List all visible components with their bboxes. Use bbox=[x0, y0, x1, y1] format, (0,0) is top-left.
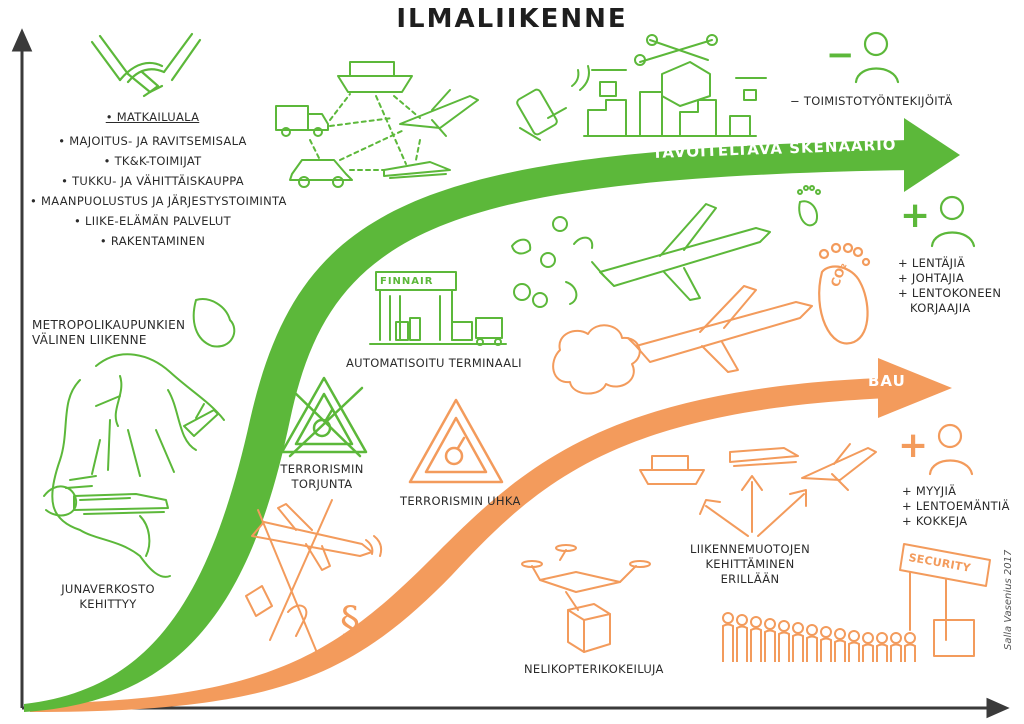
co2-footprint-icon bbox=[818, 242, 871, 345]
plus-sign-orange-icon: + bbox=[898, 425, 929, 466]
plus-managers: + JOHTAJIA bbox=[898, 271, 965, 285]
queue-person bbox=[806, 624, 818, 662]
queue-people bbox=[722, 612, 916, 662]
sector-construction: • RAKENTAMINEN bbox=[99, 234, 206, 248]
person-plus-icon bbox=[930, 195, 976, 248]
person-plus-orange-icon bbox=[928, 423, 974, 476]
plus-mechanics-2: KORJAAJIA bbox=[910, 301, 971, 315]
train-icon bbox=[65, 475, 169, 557]
axes bbox=[11, 28, 1010, 719]
queue-person bbox=[820, 626, 832, 662]
quadcopter-icon bbox=[521, 544, 651, 653]
transport-network-icon bbox=[275, 61, 479, 188]
metro-line-1: METROPOLIKAUPUNKIEN bbox=[32, 318, 186, 332]
bau-curve bbox=[30, 378, 890, 712]
polluting-airplane-icon bbox=[552, 285, 813, 395]
automated-terminal-icon bbox=[369, 271, 507, 346]
terror-threat-label: TERRORISMIN UHKA bbox=[400, 494, 521, 508]
plus-sellers: + MYYJIÄ bbox=[902, 484, 957, 498]
small-footprint-icon bbox=[797, 185, 821, 227]
sectors-list: • MATKAILUALA • MAJOITUS- JA RAVITSEMISA… bbox=[30, 110, 287, 249]
rail-line-2: KEHITTYY bbox=[79, 597, 137, 611]
rail-network-label: JUNAVERKOSTO KEHITTYY bbox=[38, 582, 178, 612]
drone-delivery-city-icon bbox=[516, 34, 767, 141]
sector-tourism: • MATKAILUALA bbox=[105, 110, 200, 124]
sector-defence: • MAANPUOLUSTUS JA JÄRJESTYSTOIMINTA bbox=[30, 194, 287, 208]
plus-pilots: + LENTÄJIÄ bbox=[898, 256, 966, 270]
artist-credit: Salla Vasenius 2017 bbox=[1003, 549, 1014, 650]
counter-terrorism-icon bbox=[280, 376, 368, 458]
sector-trade: • TUKKU- JA VÄHITTÄISKAUPPA bbox=[61, 174, 244, 188]
finnair-sign: FINNAIR bbox=[380, 276, 434, 287]
queue-person bbox=[764, 618, 776, 662]
automated-terminal-label: AUTOMATISOITU TERMINAALI bbox=[346, 356, 522, 370]
security-queue-icon bbox=[899, 543, 991, 657]
plus-mechanics-1: + LENTOKONEEN bbox=[898, 286, 1002, 300]
bau-scenario-label: BAU bbox=[868, 372, 906, 390]
page-title: ILMALIIKENNE bbox=[396, 4, 628, 34]
queue-person bbox=[904, 632, 916, 662]
terror-threat-icon bbox=[408, 398, 504, 484]
green-workforce-increase-list: + LENTÄJIÄ + JOHTAJIA + LENTOKONEEN KORJ… bbox=[898, 256, 1001, 316]
queue-person bbox=[750, 616, 762, 662]
regulation-paragraph-icon: § bbox=[340, 599, 361, 645]
counter-terror-line-1: TERRORISMIN bbox=[280, 462, 364, 476]
x-axis-arrowhead bbox=[986, 697, 1010, 719]
plus-sign-green-icon: + bbox=[900, 195, 931, 236]
eco-airplane-icon bbox=[511, 203, 771, 308]
modes-line-3: ERILLÄÄN bbox=[720, 572, 780, 586]
target-arrowhead bbox=[904, 118, 960, 192]
sector-rdi: • TK&K-TOIMIJAT bbox=[103, 154, 202, 168]
modes-line-2: KEHITTÄMINEN bbox=[705, 557, 795, 571]
queue-person bbox=[834, 628, 846, 662]
queue-person bbox=[736, 614, 748, 662]
orange-workforce-increase-list: + MYYJIÄ + LENTOEMÄNTIÄ + KOKKEJA bbox=[902, 484, 1010, 529]
queue-person bbox=[722, 612, 734, 662]
plus-flight-attendants: + LENTOEMÄNTIÄ bbox=[902, 499, 1010, 513]
sector-business-services: • LIIKE-ELÄMÄN PALVELUT bbox=[74, 214, 231, 228]
metro-line-2: VÄLINEN LIIKENNE bbox=[32, 333, 147, 347]
rail-line-1: JUNAVERKOSTO bbox=[61, 582, 155, 596]
y-axis-arrowhead bbox=[11, 28, 33, 52]
counter-terrorism-label: TERRORISMIN TORJUNTA bbox=[262, 462, 382, 492]
minus-sign-icon: − bbox=[826, 35, 855, 75]
queue-person bbox=[778, 620, 790, 662]
restricted-drone-airplane-icon bbox=[245, 499, 383, 661]
bau-arrowhead bbox=[878, 358, 952, 418]
modes-line-1: LIIKENNEMUOTOJEN bbox=[690, 542, 810, 556]
sector-hospitality: • MAJOITUS- JA RAVITSEMISALA bbox=[58, 134, 247, 148]
quadcopter-trials-label: NELIKOPTERIKOKEILUJA bbox=[524, 662, 664, 676]
metro-traffic-label: METROPOLIKAUPUNKIEN VÄLINEN LIIKENNE bbox=[32, 318, 185, 348]
europe-map-icon bbox=[43, 298, 236, 578]
queue-person bbox=[876, 632, 888, 662]
queue-person bbox=[848, 630, 860, 662]
person-minus-icon bbox=[854, 31, 900, 84]
counter-terror-line-2: TORJUNTA bbox=[291, 477, 353, 491]
separate-modes-icon bbox=[639, 443, 877, 537]
handshake-icon bbox=[90, 32, 202, 98]
queue-person bbox=[862, 632, 874, 662]
separate-modes-label: LIIKENNEMUOTOJEN KEHITTÄMINEN ERILLÄÄN bbox=[690, 542, 810, 587]
queue-person bbox=[792, 622, 804, 662]
plus-cooks: + KOKKEJA bbox=[902, 514, 968, 528]
office-workers-decrease-label: − TOIMISTOTYÖNTEKIJÖITÄ bbox=[790, 94, 953, 108]
queue-person bbox=[890, 632, 902, 662]
